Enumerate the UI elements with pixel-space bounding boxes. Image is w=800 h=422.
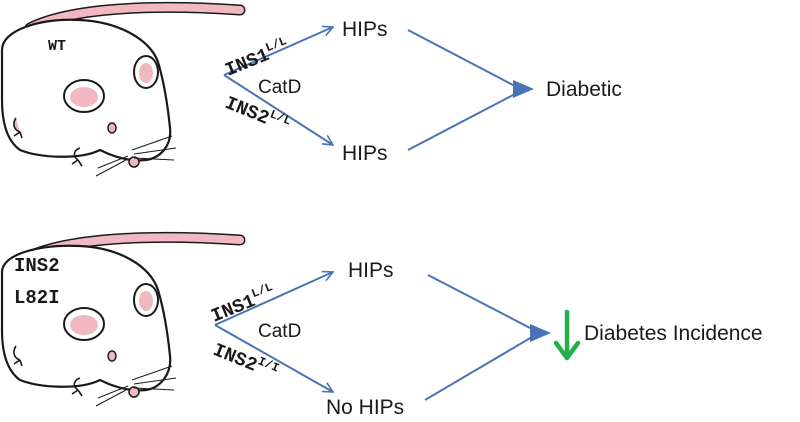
green-down-arrow-icon: [553, 309, 581, 361]
mouse-wt-illustration: [0, 1, 246, 177]
mouse-label-wt: WT: [48, 38, 66, 55]
converge-line-bottom: [424, 336, 533, 401]
panel-ins2-l82i: INS2 L82I INS1L/L INS2I/I CatD HIPs No H…: [0, 231, 763, 419]
arrow-to-hips-top: [223, 27, 333, 76]
arrow-to-hips: [214, 272, 333, 326]
catalyst-label: CatD: [258, 321, 301, 342]
catalyst-label: CatD: [258, 77, 301, 98]
mouse-label-line-2: L82I: [14, 287, 60, 309]
outcome-diabetes-incidence: Diabetes Incidence: [584, 322, 763, 345]
product-hips-top: HIPs: [342, 18, 388, 41]
converge-line-bottom: [407, 93, 516, 151]
arrow-to-hips-bottom: [223, 74, 333, 145]
converge-line-top: [427, 274, 533, 330]
gene-ins1: INS1L/L: [221, 34, 292, 81]
mouse-ins2-l82i-illustration: [0, 231, 246, 407]
converge-line-top: [407, 29, 516, 87]
product-hips: HIPs: [348, 259, 394, 282]
panel-wt: WT INS1L/L INS2L/L CatD HIPs HIPs Diabet…: [0, 1, 622, 177]
product-no-hips: No HIPs: [326, 396, 404, 419]
outcome-diabetic: Diabetic: [546, 78, 622, 101]
gene-ins2: INS2I/I: [210, 337, 281, 384]
arrow-to-no-hips: [214, 324, 333, 392]
product-hips-bottom: HIPs: [342, 142, 388, 165]
outcome-arrowhead: [513, 80, 534, 98]
outcome-arrowhead: [530, 324, 551, 342]
mouse-label-line-1: INS2: [14, 255, 60, 277]
